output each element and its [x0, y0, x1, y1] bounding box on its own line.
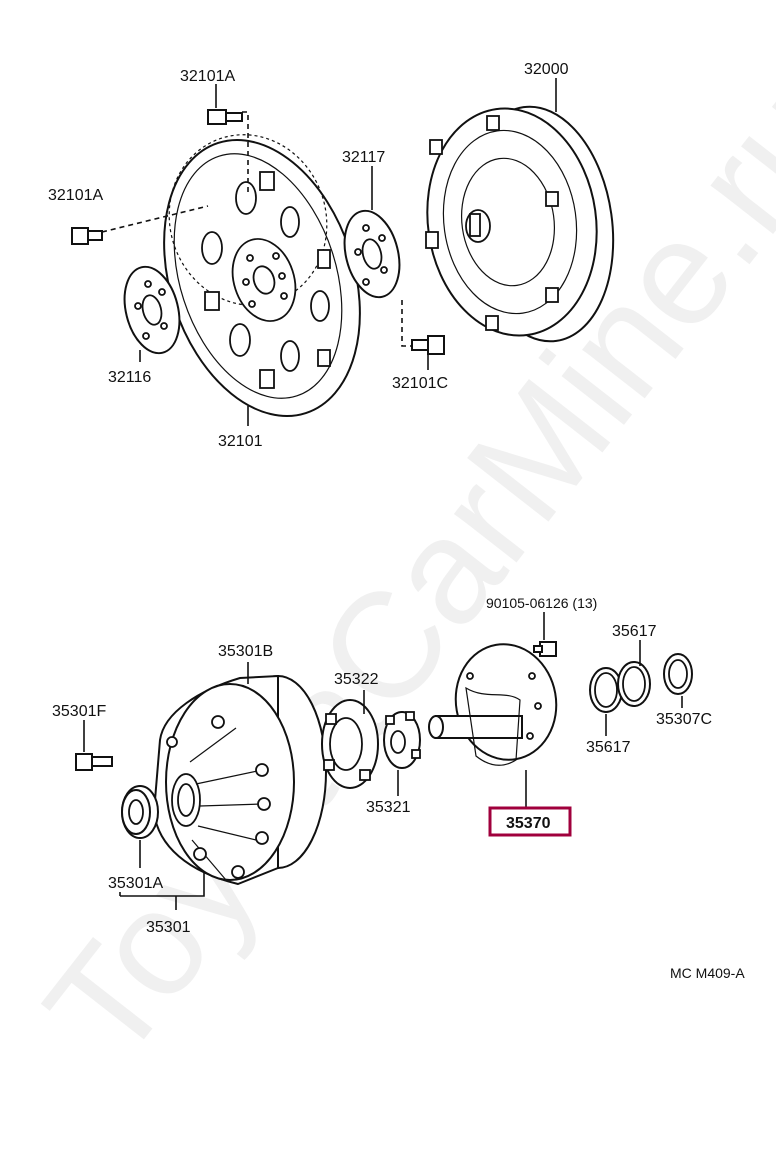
diagram-code: MC M409-A: [670, 965, 745, 981]
label-35301F: 35301F: [52, 703, 106, 720]
drive-gear-35321: [383, 711, 421, 769]
thrust-washer-35307C: [663, 653, 693, 695]
label-32101A-left: 32101A: [48, 187, 103, 204]
label-32101C: 32101C: [392, 375, 448, 392]
label-35307C: 35307C: [656, 711, 712, 728]
label-35617-top: 35617: [612, 623, 657, 640]
label-35322: 35322: [334, 671, 379, 688]
label-32116: 32116: [108, 369, 151, 386]
bolt-32101A-top: [207, 109, 243, 125]
label-35301B: 35301B: [218, 643, 273, 660]
label-32000: 32000: [524, 61, 569, 78]
label-35370[interactable]: 35370: [506, 815, 551, 832]
bolt-32101C: [411, 335, 445, 355]
watermark: ToyotaCarMine.ru: [13, 53, 776, 1089]
label-35301: 35301: [146, 919, 191, 936]
plate-32117: [343, 209, 401, 299]
label-35301A: 35301A: [108, 875, 163, 892]
guide-line: [401, 300, 412, 347]
leader-line: [120, 872, 205, 897]
bolt-35301F: [75, 753, 113, 771]
pump-body-35301B: [152, 674, 327, 886]
guide-line: [101, 205, 209, 233]
stator-shaft-35370: [428, 643, 558, 766]
label-35321: 35321: [366, 799, 411, 816]
driven-gear-35322: [321, 699, 379, 789]
bolt-32101A-left: [71, 227, 103, 245]
torque-converter-32000: [425, 105, 615, 343]
guide-line: [242, 111, 249, 192]
label-32117: 32117: [342, 149, 385, 166]
label-32101: 32101: [218, 433, 263, 450]
bolt-90105-06126: [533, 641, 557, 657]
seal-ring-35617-a: [589, 667, 623, 713]
label-90105-06126: 90105-06126 (13): [486, 595, 597, 611]
seal-ring-35617-b: [617, 661, 651, 707]
drive-plate-32101: [163, 134, 361, 418]
plate-32116: [123, 265, 181, 355]
oil-seal-35301A: [121, 785, 159, 839]
label-32101A-top: 32101A: [180, 68, 235, 85]
highlight-box-35370[interactable]: [488, 806, 572, 837]
label-35617-bottom: 35617: [586, 739, 631, 756]
